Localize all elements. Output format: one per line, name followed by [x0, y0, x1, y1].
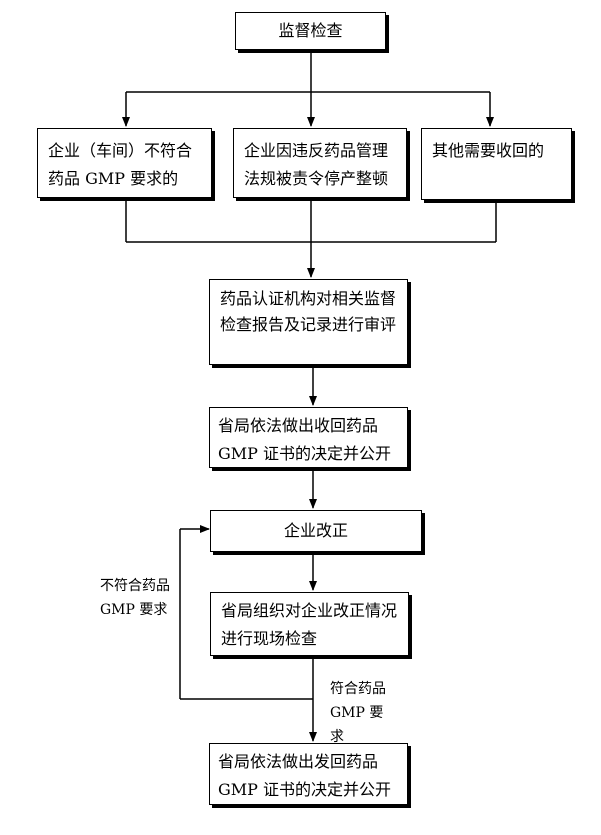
node-onsite-check: 省局组织对企业改正情况进行现场检查 [210, 592, 409, 656]
node-revoke-decision-text: 省局依法做出收回药品 GMP 证书的决定并公开 [218, 416, 392, 463]
node-cond-violation-text: 企业因违反药品管理法规被责令停产整顿 [244, 141, 389, 188]
node-rectify: 企业改正 [210, 510, 422, 552]
node-cond-violation: 企业因违反药品管理法规被责令停产整顿 [233, 128, 407, 198]
edge-label-fail: 不符合药品 GMP 要求 [100, 574, 172, 622]
node-onsite-check-text: 省局组织对企业改正情况进行现场检查 [221, 601, 398, 648]
node-cond-other: 其他需要收回的 [421, 128, 572, 200]
node-cond-gmp-text: 企业（车间）不符合药品 GMP 要求的 [48, 141, 193, 188]
edge-label-pass-text: 符合药品 GMP 要求 [330, 681, 386, 745]
node-cond-other-text: 其他需要收回的 [432, 141, 545, 160]
node-review-text: 药品认证机构对相关监督检查报告及记录进行审评 [220, 289, 397, 334]
node-review: 药品认证机构对相关监督检查报告及记录进行审评 [209, 279, 408, 365]
node-supervision: 监督检查 [235, 12, 386, 50]
node-revoke-decision: 省局依法做出收回药品 GMP 证书的决定并公开 [209, 407, 408, 468]
node-return-decision: 省局依法做出发回药品 GMP 证书的决定并公开 [209, 743, 408, 805]
node-cond-gmp: 企业（车间）不符合药品 GMP 要求的 [37, 128, 212, 198]
edge-label-pass: 符合药品 GMP 要求 [330, 677, 396, 749]
node-rectify-text: 企业改正 [283, 521, 348, 540]
node-supervision-text: 监督检查 [278, 21, 343, 40]
node-return-decision-text: 省局依法做出发回药品 GMP 证书的决定并公开 [218, 752, 392, 799]
edge-label-fail-text: 不符合药品 GMP 要求 [100, 578, 170, 618]
